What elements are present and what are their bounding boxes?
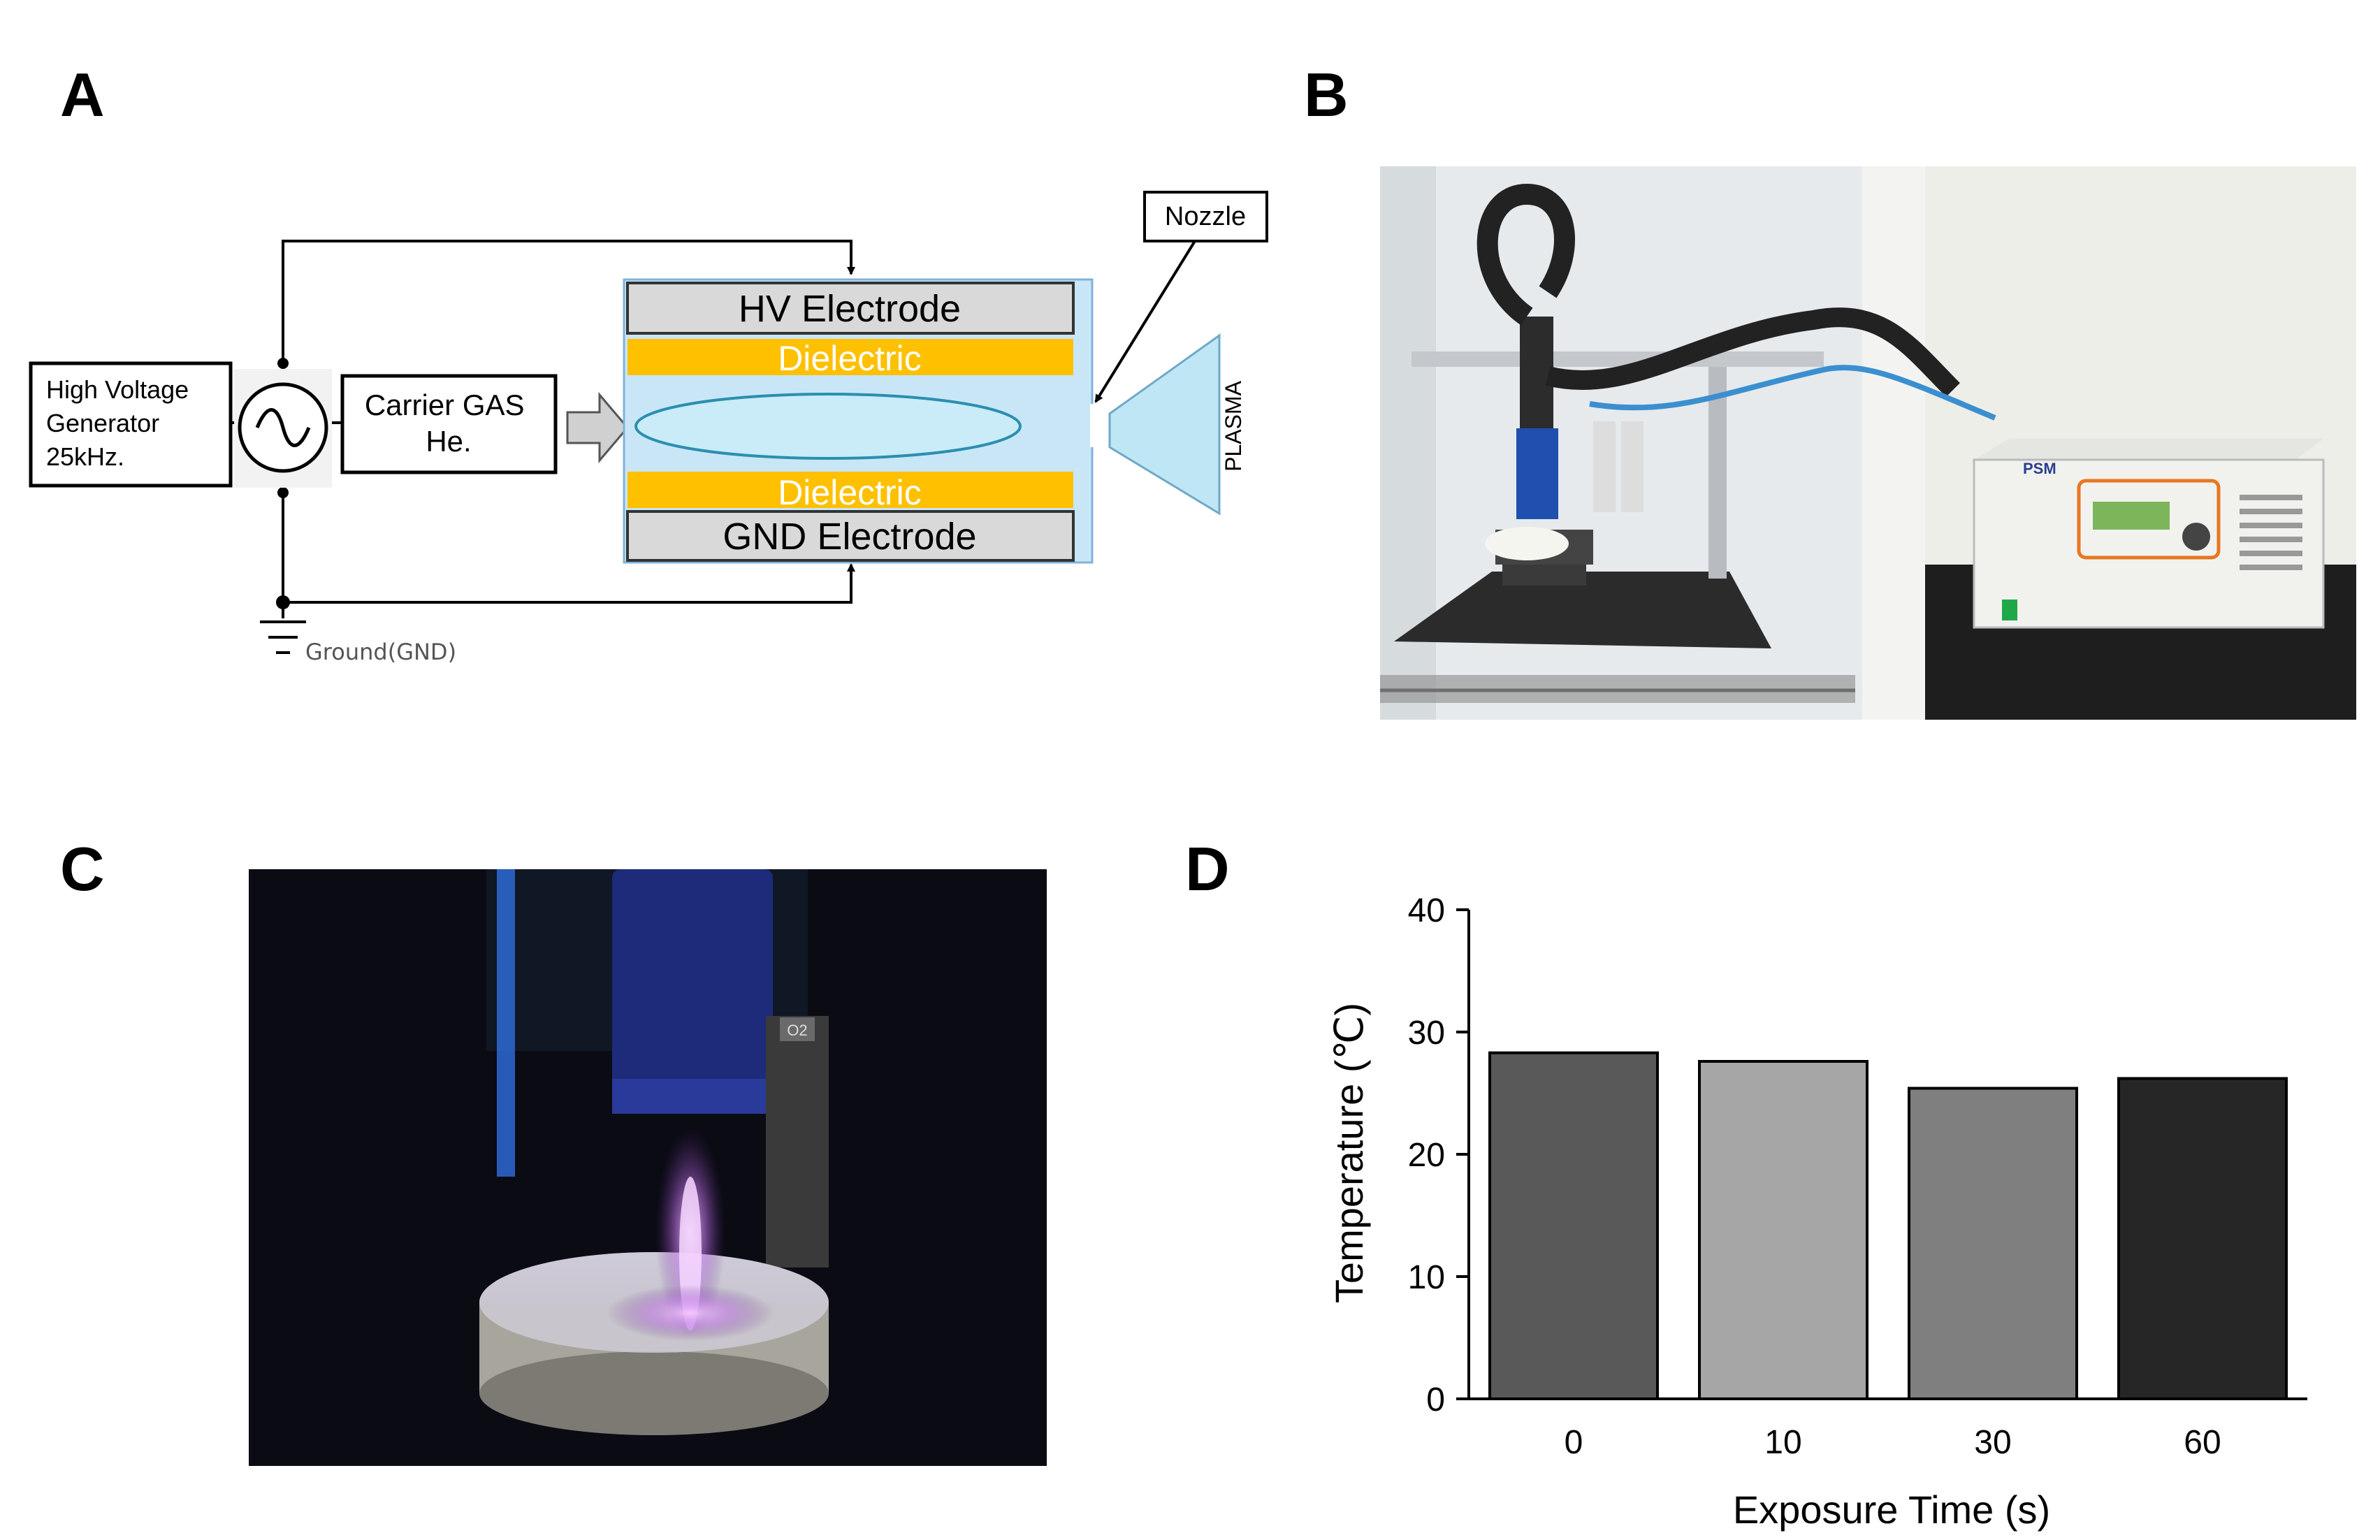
nozzle-label: Nozzle [1165, 202, 1246, 231]
gnd-electrode [626, 510, 1075, 562]
generator-line: High Voltage [46, 375, 189, 404]
ac-source-icon [234, 369, 332, 488]
junction-dot [277, 358, 289, 369]
x-tick-label: 30 [1974, 1424, 2011, 1461]
x-axis-title: Exposure Time (s) [1733, 1488, 2050, 1532]
dielectric-bottom-label: Dielectric [778, 473, 922, 512]
carrier-line: He. [426, 425, 471, 458]
plasma-jet-schematic: Ground(GND) High Voltage Generator 25kHz… [29, 191, 1268, 665]
junction-dot [276, 595, 290, 609]
device-brand-label: PSM [2023, 460, 2056, 477]
panel-label-b: B [1304, 60, 1349, 129]
apparatus-illustration: PSM [1380, 166, 2356, 720]
apparatus-photo: PSM [1380, 166, 2356, 720]
bar-30 [1908, 1087, 2078, 1400]
bar-0 [1488, 1051, 1659, 1400]
generator-box [29, 361, 233, 488]
plasma-label: PLASMA [1221, 380, 1246, 471]
gas-channel-ellipse [634, 393, 1022, 460]
hv-electrode [626, 282, 1075, 335]
nozzle-outlet [1090, 404, 1105, 447]
panel-label-c: C [60, 834, 105, 903]
gnd-electrode-label: GND Electrode [723, 516, 976, 558]
generator-label: High Voltage Generator 25kHz. [46, 375, 196, 471]
y-tick-label: 20 [1408, 1137, 1445, 1174]
y-axis-title: Temperature (℃) [1327, 1003, 1371, 1303]
carrier-line: Carrier GAS [365, 388, 525, 421]
junction-dot [277, 487, 289, 498]
bar-60 [2117, 1077, 2288, 1400]
dielectric-top [627, 339, 1073, 375]
panel-label-d: D [1185, 834, 1230, 903]
y-tick-label: 0 [1426, 1381, 1445, 1418]
dielectric-top-label: Dielectric [778, 339, 922, 378]
y-tick-label: 40 [1408, 892, 1445, 929]
hv-electrode-label: HV Electrode [739, 288, 961, 330]
dielectric-bottom [627, 472, 1073, 508]
plasma-jet-photo: O2 [249, 869, 1047, 1466]
generator-line: Generator [46, 409, 159, 437]
panel-label-a: A [60, 60, 105, 129]
nozzle-pointer [1094, 240, 1196, 403]
bar-10 [1698, 1060, 1869, 1400]
y-tick-label: 10 [1408, 1259, 1445, 1296]
ground-icon [260, 620, 306, 654]
generator-line: 25kHz. [46, 442, 124, 471]
x-tick-label: 10 [1764, 1424, 1801, 1461]
temperature-bar-chart: Temperature (℃) Exposure Time (s) 0 10 20 3… [1327, 892, 2307, 1532]
gas-tag-label: O2 [787, 1022, 807, 1039]
plasma-jet-illustration: O2 [249, 869, 1047, 1466]
carrier-gas-box [340, 374, 558, 474]
nozzle-callout-box [1143, 191, 1268, 242]
y-tick-label: 30 [1408, 1015, 1445, 1052]
gas-flow-arrow [566, 391, 629, 464]
ground-label: Ground(GND) [305, 639, 456, 665]
x-tick-label: 0 [1565, 1424, 1583, 1461]
carrier-gas-label: Carrier GAS He. [365, 388, 532, 458]
plasma-plume [1108, 333, 1221, 516]
x-tick-label: 60 [2184, 1424, 2221, 1461]
